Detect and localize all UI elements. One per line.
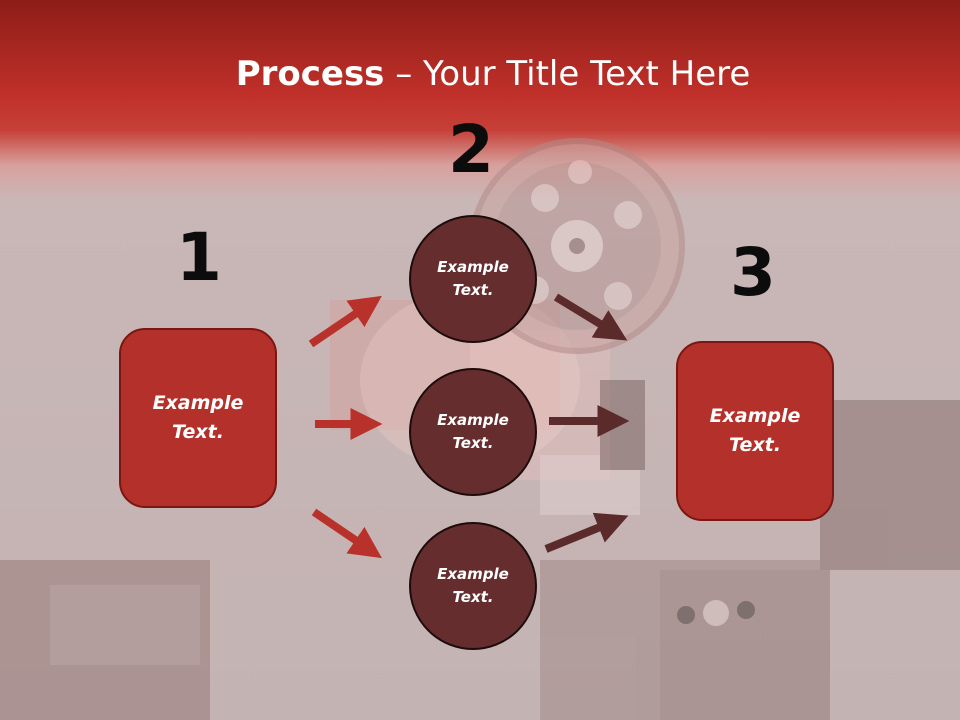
step-number-1: 1 (176, 219, 222, 296)
circle-middle-label: Example Text. (437, 411, 509, 452)
step-number-2: 2 (448, 111, 494, 188)
left-box-label: Example Text. (152, 392, 244, 443)
circle-bottom-label: Example Text. (437, 565, 509, 606)
circle-bottom[interactable]: Example Text. (409, 522, 537, 650)
title-bold-part: Process (235, 54, 385, 94)
right-step-box[interactable]: Example Text. (676, 341, 834, 521)
title-rest-part: – Your Title Text Here (384, 54, 751, 94)
step-number-3: 3 (730, 234, 776, 311)
circle-top[interactable]: Example Text. (409, 215, 537, 343)
circle-middle[interactable]: Example Text. (409, 368, 537, 496)
circle-top-label: Example Text. (437, 258, 509, 299)
slide-title: Process – Your Title Text Here (0, 52, 960, 96)
right-box-label: Example Text. (709, 405, 801, 456)
projector-body (0, 380, 960, 720)
left-step-box[interactable]: Example Text. (119, 328, 277, 508)
